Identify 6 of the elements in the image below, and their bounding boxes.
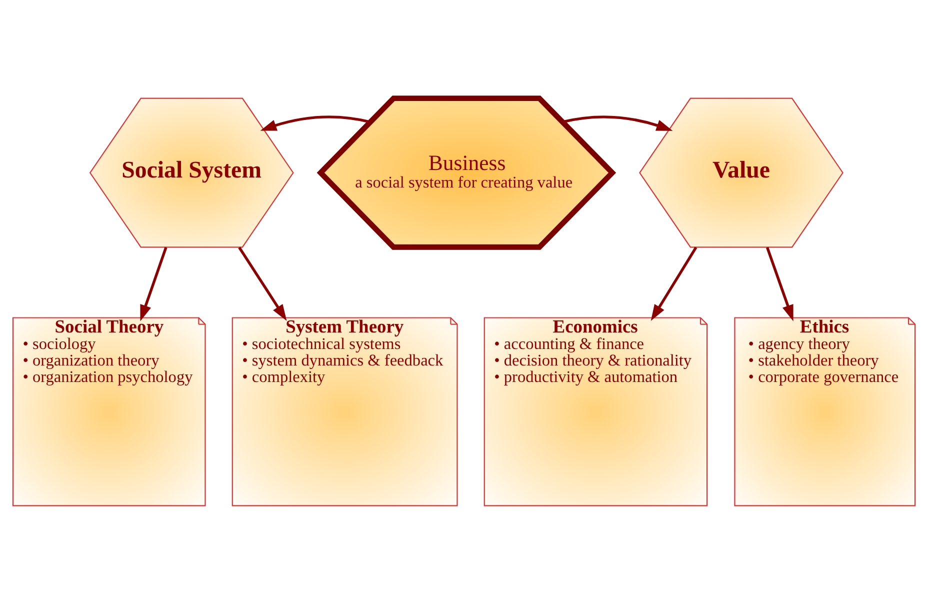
arrow xyxy=(562,116,673,131)
arrow xyxy=(238,246,287,321)
arrow xyxy=(260,116,370,131)
arrow xyxy=(140,247,168,322)
arrow xyxy=(650,246,698,321)
arrow xyxy=(766,247,794,322)
